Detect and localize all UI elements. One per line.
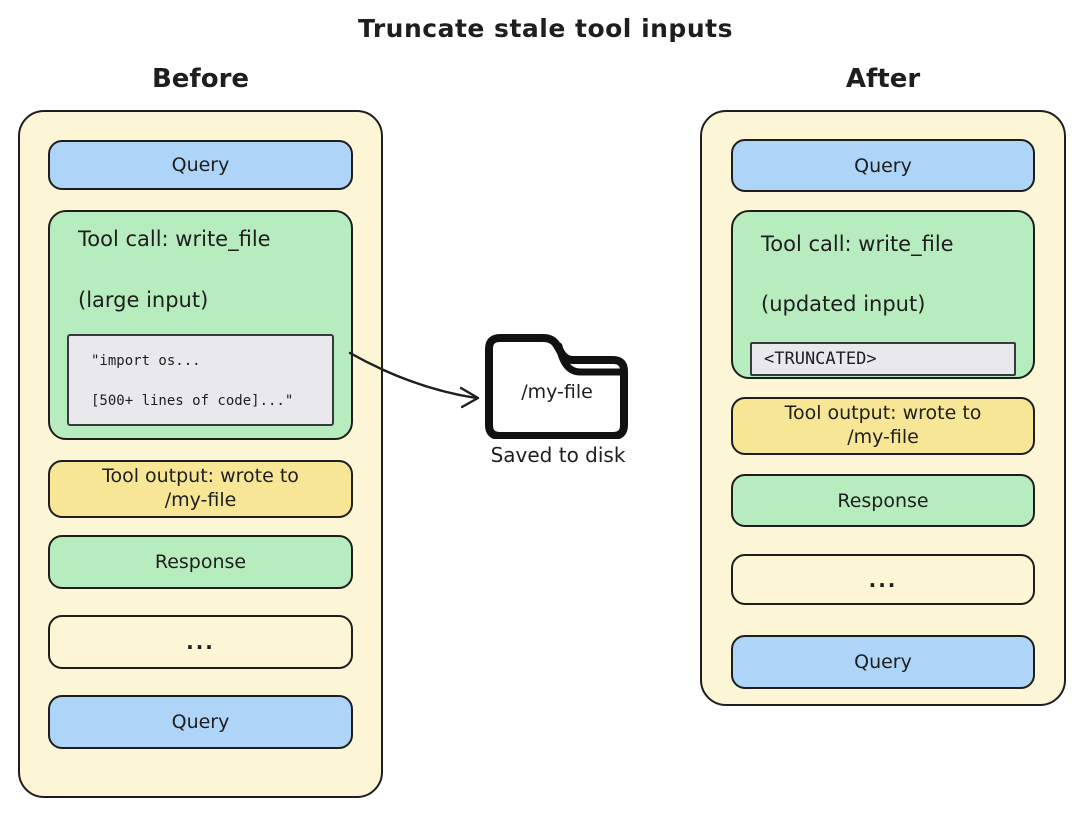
after-ellipsis-label: ... [868,567,898,592]
after-query-top-box: Query [731,139,1035,192]
after-tool-output-label: Tool output: wrote to /my-file [784,402,982,448]
folder-label: /my-file [521,381,593,403]
before-tool-call-box: Tool call: write_file (large input) "imp… [48,210,353,440]
before-tool-output-box: Tool output: wrote to /my-file [48,460,353,518]
before-heading: Before [151,64,250,94]
after-tool-call-subtitle: (updated input) [761,292,926,316]
before-code-line-2: [500+ lines of code]..." [91,393,294,409]
after-query-bottom-label: Query [854,651,912,673]
after-tool-call-box: Tool call: write_file (updated input) <T… [731,210,1035,379]
before-response-box: Response [48,535,353,589]
after-response-label: Response [837,489,929,512]
after-truncated-box: <TRUNCATED> [750,342,1016,376]
after-tool-output-box: Tool output: wrote to /my-file [731,397,1035,455]
before-query-top-label: Query [171,154,230,176]
after-tool-call-title: Tool call: write_file [761,232,954,256]
before-query-top-box: Query [48,140,353,190]
after-panel: Query Tool call: write_file (updated inp… [700,110,1066,706]
before-response-label: Response [154,551,247,573]
after-heading: After [845,64,921,94]
folder-icon [485,334,628,439]
before-tool-call-title: Tool call: write_file [78,227,271,251]
before-ellipsis-box: ... [48,615,353,669]
after-ellipsis-box: ... [731,554,1035,605]
after-query-bottom-box: Query [731,635,1035,689]
before-tool-call-subtitle: (large input) [78,288,209,312]
before-code-snippet-box: "import os... [500+ lines of code]..." [67,334,334,426]
after-query-top-label: Query [854,154,912,177]
before-tool-output-label: Tool output: wrote to /my-file [102,465,299,511]
diagram-title: Truncate stale tool inputs [358,14,733,43]
after-truncated-label: <TRUNCATED> [764,349,877,369]
before-panel: Query Tool call: write_file (large input… [18,110,383,798]
before-query-bottom-box: Query [48,695,353,749]
before-query-bottom-label: Query [171,711,230,733]
before-code-line-1: "import os... [91,353,201,369]
before-ellipsis-label: ... [186,630,215,654]
saved-to-disk-caption: Saved to disk [490,443,626,467]
after-response-box: Response [731,474,1035,527]
save-to-disk-arrow [348,351,480,409]
